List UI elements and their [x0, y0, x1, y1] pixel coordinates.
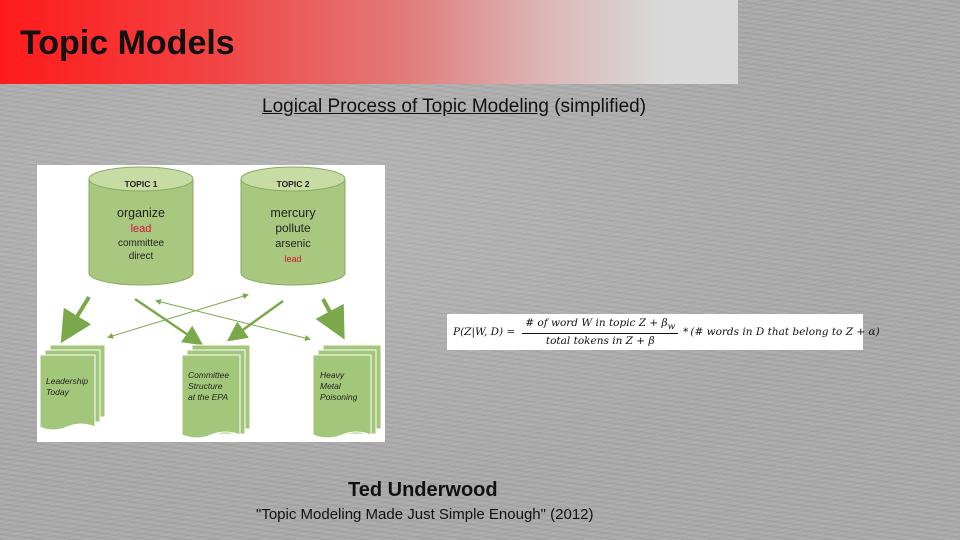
formula-fraction: # of word W in topic Z + βw total tokens…: [522, 316, 679, 348]
topic-1-word-highlight: lead: [131, 223, 152, 235]
double-arrow: [155, 299, 311, 341]
document-3-line: Metal: [320, 381, 342, 391]
document-1-line: Leadership: [46, 376, 88, 386]
arrow: [315, 298, 345, 340]
document-3-line: Poisoning: [320, 392, 358, 402]
topic-1-label: TOPIC 1: [125, 179, 158, 189]
slide-subtitle: Logical Process of Topic Modeling (simpl…: [262, 96, 646, 118]
formula-lhs: P(Z|W, D) =: [453, 326, 516, 338]
topic-2-cylinder: TOPIC 2 mercury pollute arsenic lead: [240, 166, 346, 286]
slide-title: Topic Models: [20, 24, 235, 62]
author-name: Ted Underwood: [348, 479, 498, 501]
topic-1-cylinder: TOPIC 1 organize lead committee direct: [88, 166, 194, 286]
document-2: Committee Structure at the EPA: [181, 344, 251, 439]
subtitle-underlined: Logical Process of Topic Modeling: [262, 96, 549, 117]
topic-model-diagram: TOPIC 1 organize lead committee direct T…: [37, 165, 385, 442]
topic-2-word: mercury: [270, 206, 316, 220]
arrow: [226, 299, 284, 342]
formula-rhs: (# words in D that belong to Z + α): [690, 326, 880, 338]
citation: "Topic Modeling Made Just Simple Enough"…: [256, 506, 594, 523]
topic-probability-formula: P(Z|W, D) = # of word W in topic Z + βw …: [447, 314, 880, 350]
formula-numerator-text: # of word W in topic Z + β: [525, 316, 668, 329]
topic-1-word: organize: [117, 206, 165, 220]
formula-denominator: total tokens in Z + β: [545, 335, 655, 348]
topic-2-label: TOPIC 2: [277, 179, 310, 189]
title-bar: Topic Models: [0, 0, 738, 84]
formula-multiply: *: [683, 326, 689, 338]
document-2-line: Committee: [188, 370, 229, 380]
formula-subscript: w: [667, 322, 676, 333]
document-2-line: at the EPA: [188, 392, 228, 402]
document-2-line: Structure: [188, 381, 223, 391]
document-1-line: Today: [46, 387, 70, 397]
topic-1-word: committee: [118, 238, 165, 249]
topic-2-word-highlight: lead: [284, 254, 301, 264]
topic-2-word: arsenic: [275, 238, 311, 250]
double-arrow: [107, 293, 249, 339]
assignment-arrows: [60, 293, 345, 346]
arrow: [60, 295, 92, 344]
document-3-line: Heavy: [320, 370, 345, 380]
diagram-svg: TOPIC 1 organize lead committee direct T…: [39, 166, 382, 439]
topic-2-word: pollute: [275, 221, 311, 235]
subtitle-rest: (simplified): [548, 96, 647, 117]
document-1: Leadership Today: [39, 344, 106, 431]
formula-numerator: # of word W in topic Z + βw: [522, 316, 679, 335]
document-3: Heavy Metal Poisoning: [312, 344, 382, 439]
topic-1-word: direct: [129, 251, 154, 262]
